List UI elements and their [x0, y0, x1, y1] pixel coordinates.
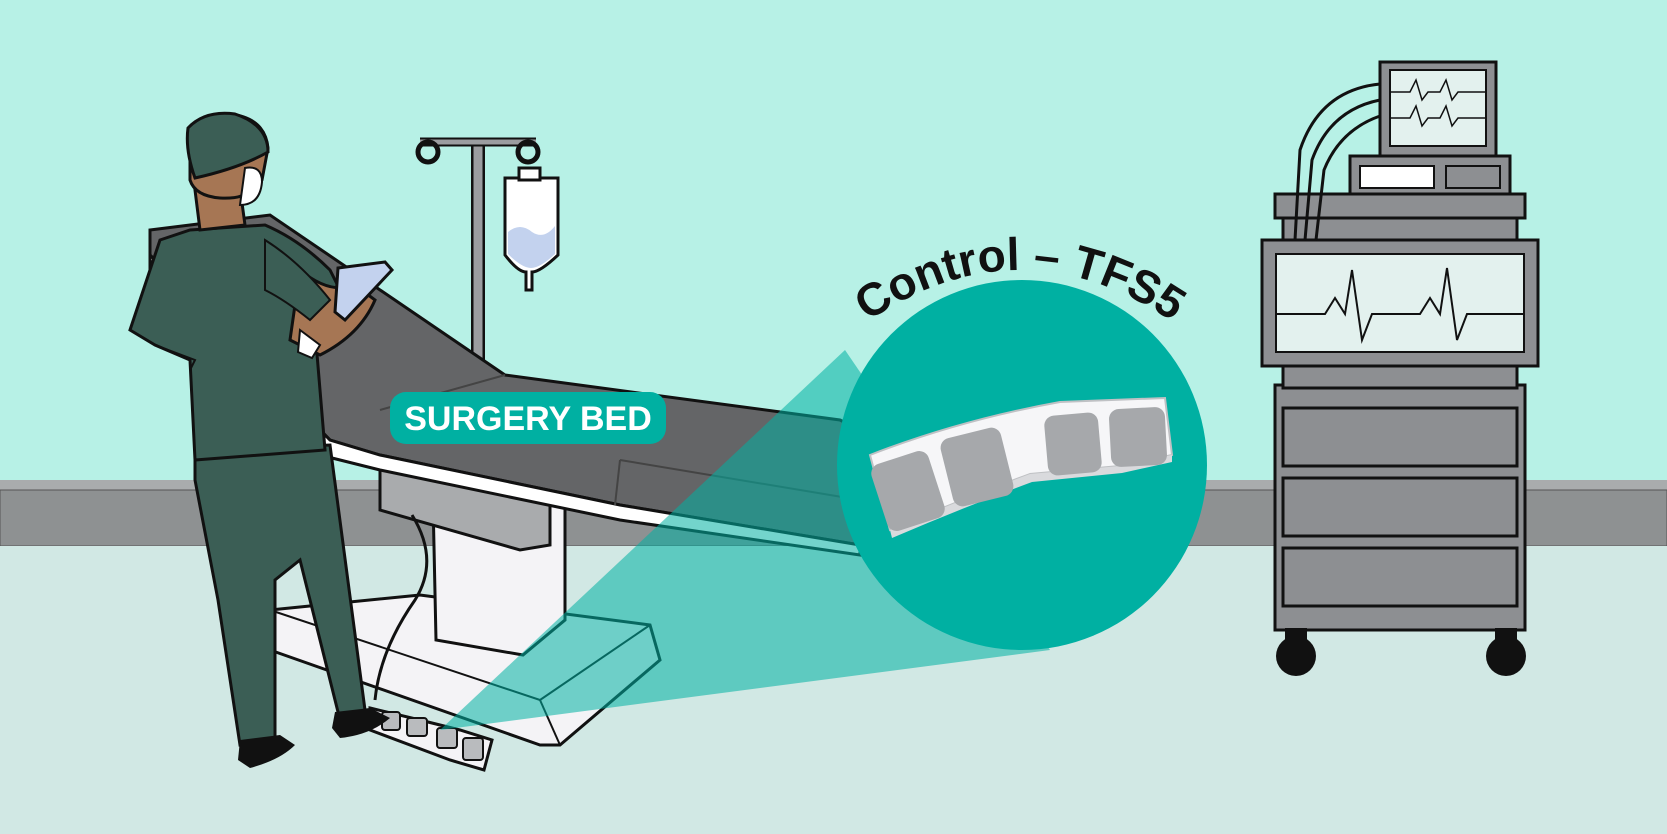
patient-monitor-icon: [1260, 60, 1540, 676]
foot-switch-icon: [368, 706, 494, 772]
tfs5-foot-switch-icon: [868, 396, 1174, 538]
bed-label-text: SURGERY BED: [404, 400, 652, 438]
surgeon-icon: [128, 111, 395, 768]
bed-label: SURGERY BED: [390, 392, 666, 444]
iv-stand-icon: [415, 137, 560, 360]
